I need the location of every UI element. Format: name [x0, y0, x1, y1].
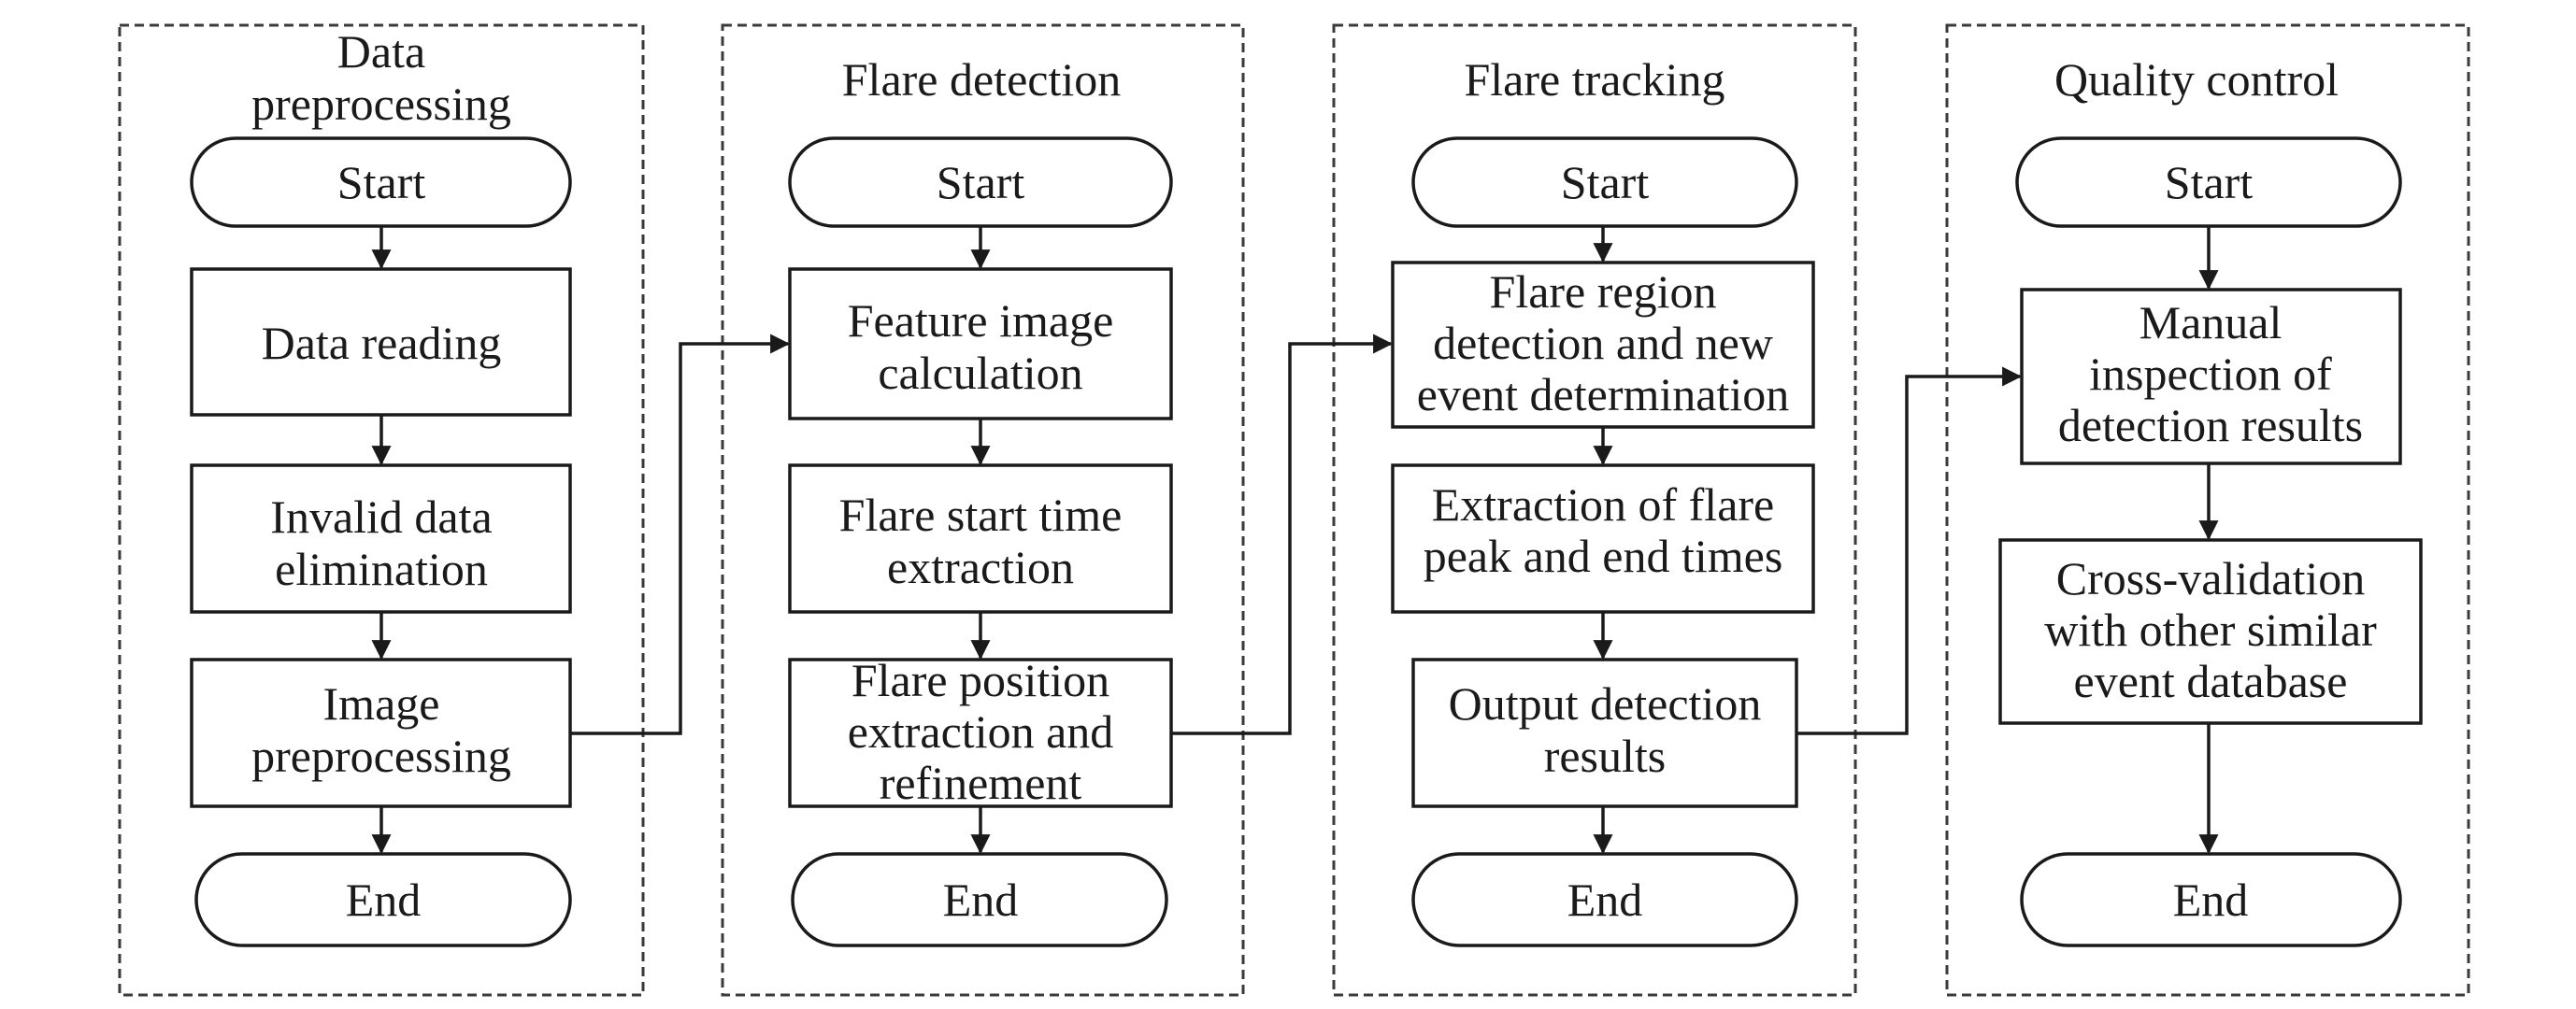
step-label: inspection of: [2089, 348, 2332, 400]
end-label: End: [943, 874, 1019, 926]
step-label: preprocessing: [251, 730, 511, 782]
step-label: with other similar: [2044, 604, 2377, 656]
panel-flare-detection: Flare detection Start Feature image calc…: [721, 23, 1245, 997]
step-data-reading: [190, 267, 572, 417]
start-label: Start: [937, 156, 1025, 208]
panel-border: [118, 23, 645, 997]
connector-detection-to-tracking: [1171, 334, 1394, 735]
start-terminal: [1411, 136, 1798, 228]
step-image-preprocessing: [190, 658, 572, 808]
step-label: results: [1544, 730, 1667, 782]
start-label: Start: [337, 156, 426, 208]
step-label: refinement: [880, 757, 1082, 809]
panel-border: [1332, 23, 1857, 997]
step-flare-region-detection: [1391, 261, 1815, 429]
step-label: Cross-validation: [2056, 552, 2366, 604]
step-feature-image-calculation: [788, 267, 1173, 420]
step-cross-validation: [1998, 538, 2423, 725]
connector-preprocessing-to-detection: [570, 334, 791, 735]
panel-flare-tracking: Flare tracking Start Flare region detect…: [1332, 23, 1857, 997]
step-manual-inspection: [2020, 288, 2402, 465]
step-label: Flare position: [852, 654, 1109, 706]
panel-title: Flare detection: [842, 53, 1122, 106]
step-extraction-of-flare-peak: [1391, 463, 1815, 614]
step-label: event database: [2074, 655, 2348, 707]
step-label: Output detection: [1449, 677, 1762, 730]
panel-border: [1945, 23, 2470, 997]
panel-title-line-2: preprocessing: [251, 78, 511, 130]
step-label: detection results: [2058, 399, 2363, 451]
step-label: detection and new: [1433, 317, 1773, 369]
start-label: Start: [1561, 156, 1650, 208]
step-label: Data reading: [262, 317, 502, 369]
step-label: extraction: [887, 541, 1074, 593]
panel-title-line-1: Data: [337, 25, 425, 78]
step-label: Flare start time: [839, 489, 1123, 541]
step-label: Feature image: [848, 294, 1114, 347]
panel-data-preprocessing: Data preprocessing Start Data reading In…: [118, 23, 645, 997]
end-label: End: [2173, 874, 2249, 926]
step-label: extraction and: [848, 705, 1114, 758]
step-label: Invalid data: [270, 490, 492, 543]
step-label: Flare region: [1490, 265, 1717, 318]
end-label: End: [346, 874, 422, 926]
step-label: elimination: [275, 543, 488, 595]
panel-title: Flare tracking: [1464, 53, 1724, 106]
step-label: Image: [323, 677, 440, 730]
panel-border: [721, 23, 1245, 997]
connector-tracking-to-quality: [1796, 366, 2023, 735]
panel-title: Quality control: [2054, 53, 2339, 106]
step-label: Manual: [2140, 296, 2283, 348]
step-label: peak and end times: [1424, 530, 1783, 582]
step-label: Extraction of flare: [1432, 478, 1774, 531]
step-label: calculation: [878, 347, 1082, 399]
panel-quality-control: Quality control Start Manual inspection …: [1945, 23, 2470, 997]
end-label: End: [1567, 874, 1643, 926]
step-label: event determination: [1417, 368, 1789, 420]
start-label: Start: [2165, 156, 2254, 208]
